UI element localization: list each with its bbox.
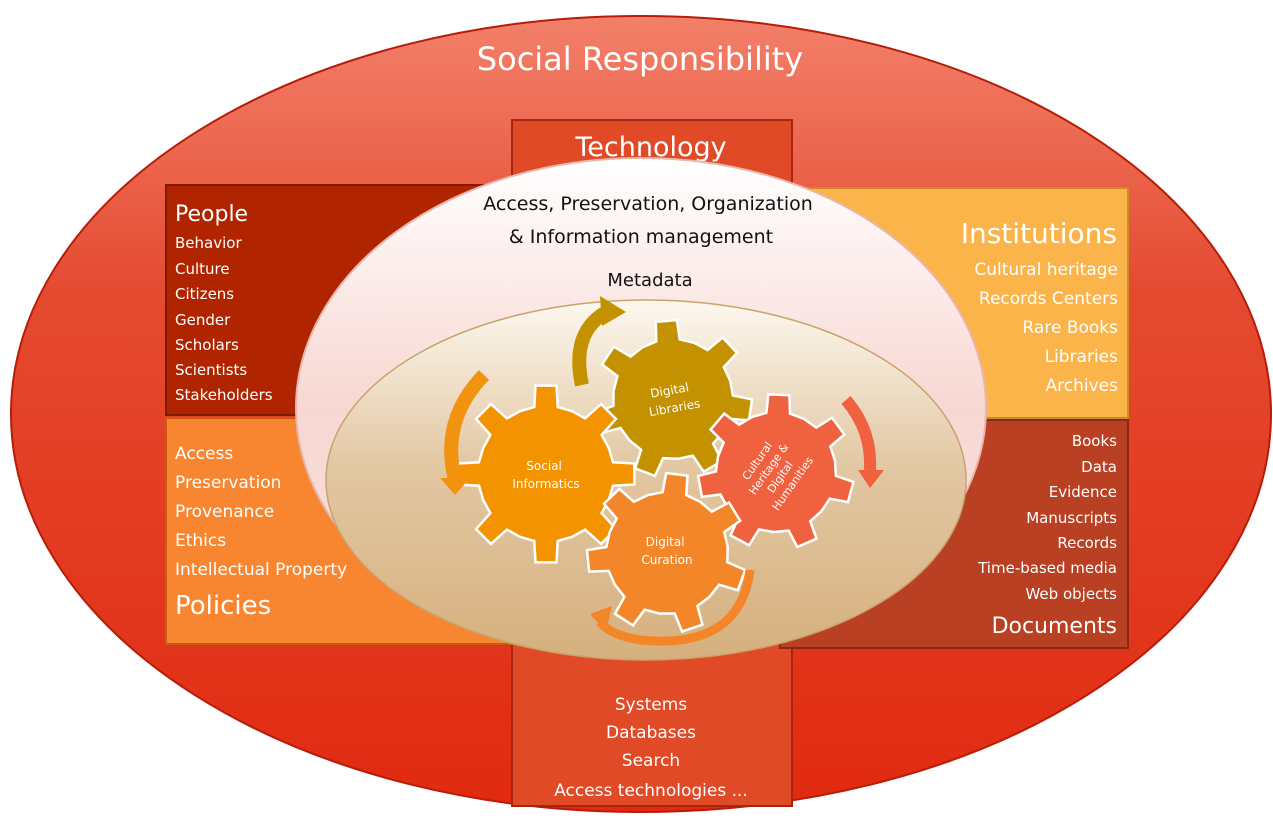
gear-curation-shape [585,471,747,634]
documents-title: Documents [992,614,1117,639]
metadata-label: Metadata [607,270,692,291]
institutions-title: Institutions [961,217,1117,250]
people-item: Culture [175,260,230,278]
policies-item: Preservation [175,473,281,493]
technology-item: Systems [615,695,687,715]
gear-libraries-line: Digital [649,380,690,401]
institutions-item: Libraries [1045,347,1119,367]
documents-item: Web objects [1025,585,1117,603]
outer-title: Social Responsibility [477,40,803,78]
gear-social-line: Informatics [512,477,579,491]
policies-item: Intellectual Property [175,560,347,580]
gear-curation-line: Digital [646,535,685,549]
policies-item: Access [175,444,233,464]
gear-cultural-shape [696,393,855,549]
arrow-top [572,296,626,387]
people-items: Behavior Culture Citizens Gender Scholar… [175,234,273,404]
people-item: Behavior [175,234,242,252]
inner-line1: Access, Preservation, Organization [483,193,813,215]
gear-social-line: Social [526,459,562,473]
people-title: People [175,202,248,227]
policies-items: Access Preservation Provenance Ethics In… [175,444,347,580]
documents-item: Manuscripts [1026,509,1117,527]
gear-curation-label: Digital Curation [641,535,692,567]
documents-items: Books Data Evidence Manuscripts Records … [977,432,1117,603]
documents-item: Evidence [1049,483,1117,501]
people-item: Scientists [175,361,247,379]
documents-item: Books [1072,432,1117,450]
people-item: Citizens [175,285,234,303]
documents-item: Records [1057,534,1117,552]
gear-cultural: Cultural Heritage & Digital Humanities [696,393,855,549]
gear-libraries: Digital Libraries [593,318,754,478]
people-item: Stakeholders [175,386,273,404]
gear-social: Social Informatics [456,384,636,564]
arrow-left [440,370,490,495]
institutions-item: Archives [1046,376,1119,396]
policies-title: Policies [175,591,271,621]
technology-item: Search [622,751,680,771]
institutions-item: Records Centers [979,289,1118,309]
institutions-items: Cultural heritage Records Centers Rare B… [974,260,1118,396]
policies-item: Ethics [175,531,226,551]
technology-item: Databases [606,723,696,743]
inner-line2: & Information management [509,226,773,248]
technology-item: Access technologies ... [554,781,748,801]
gear-curation-line: Curation [641,553,692,567]
technology-items: Systems Databases Search Access technolo… [554,695,748,801]
documents-item: Data [1081,458,1117,476]
gear-social-shape [456,384,636,564]
gear-curation: Digital Curation [585,471,747,634]
institutions-item: Cultural heritage [974,260,1118,280]
people-item: Scholars [175,336,239,354]
institutions-item: Rare Books [1022,318,1118,338]
gear-social-label: Social Informatics [512,459,579,491]
documents-item: Time-based media [977,559,1117,577]
core-ellipse [325,299,967,661]
people-item: Gender [175,311,231,329]
policies-item: Provenance [175,502,274,522]
arrow-bottom [590,569,755,646]
arrow-right [841,396,884,488]
